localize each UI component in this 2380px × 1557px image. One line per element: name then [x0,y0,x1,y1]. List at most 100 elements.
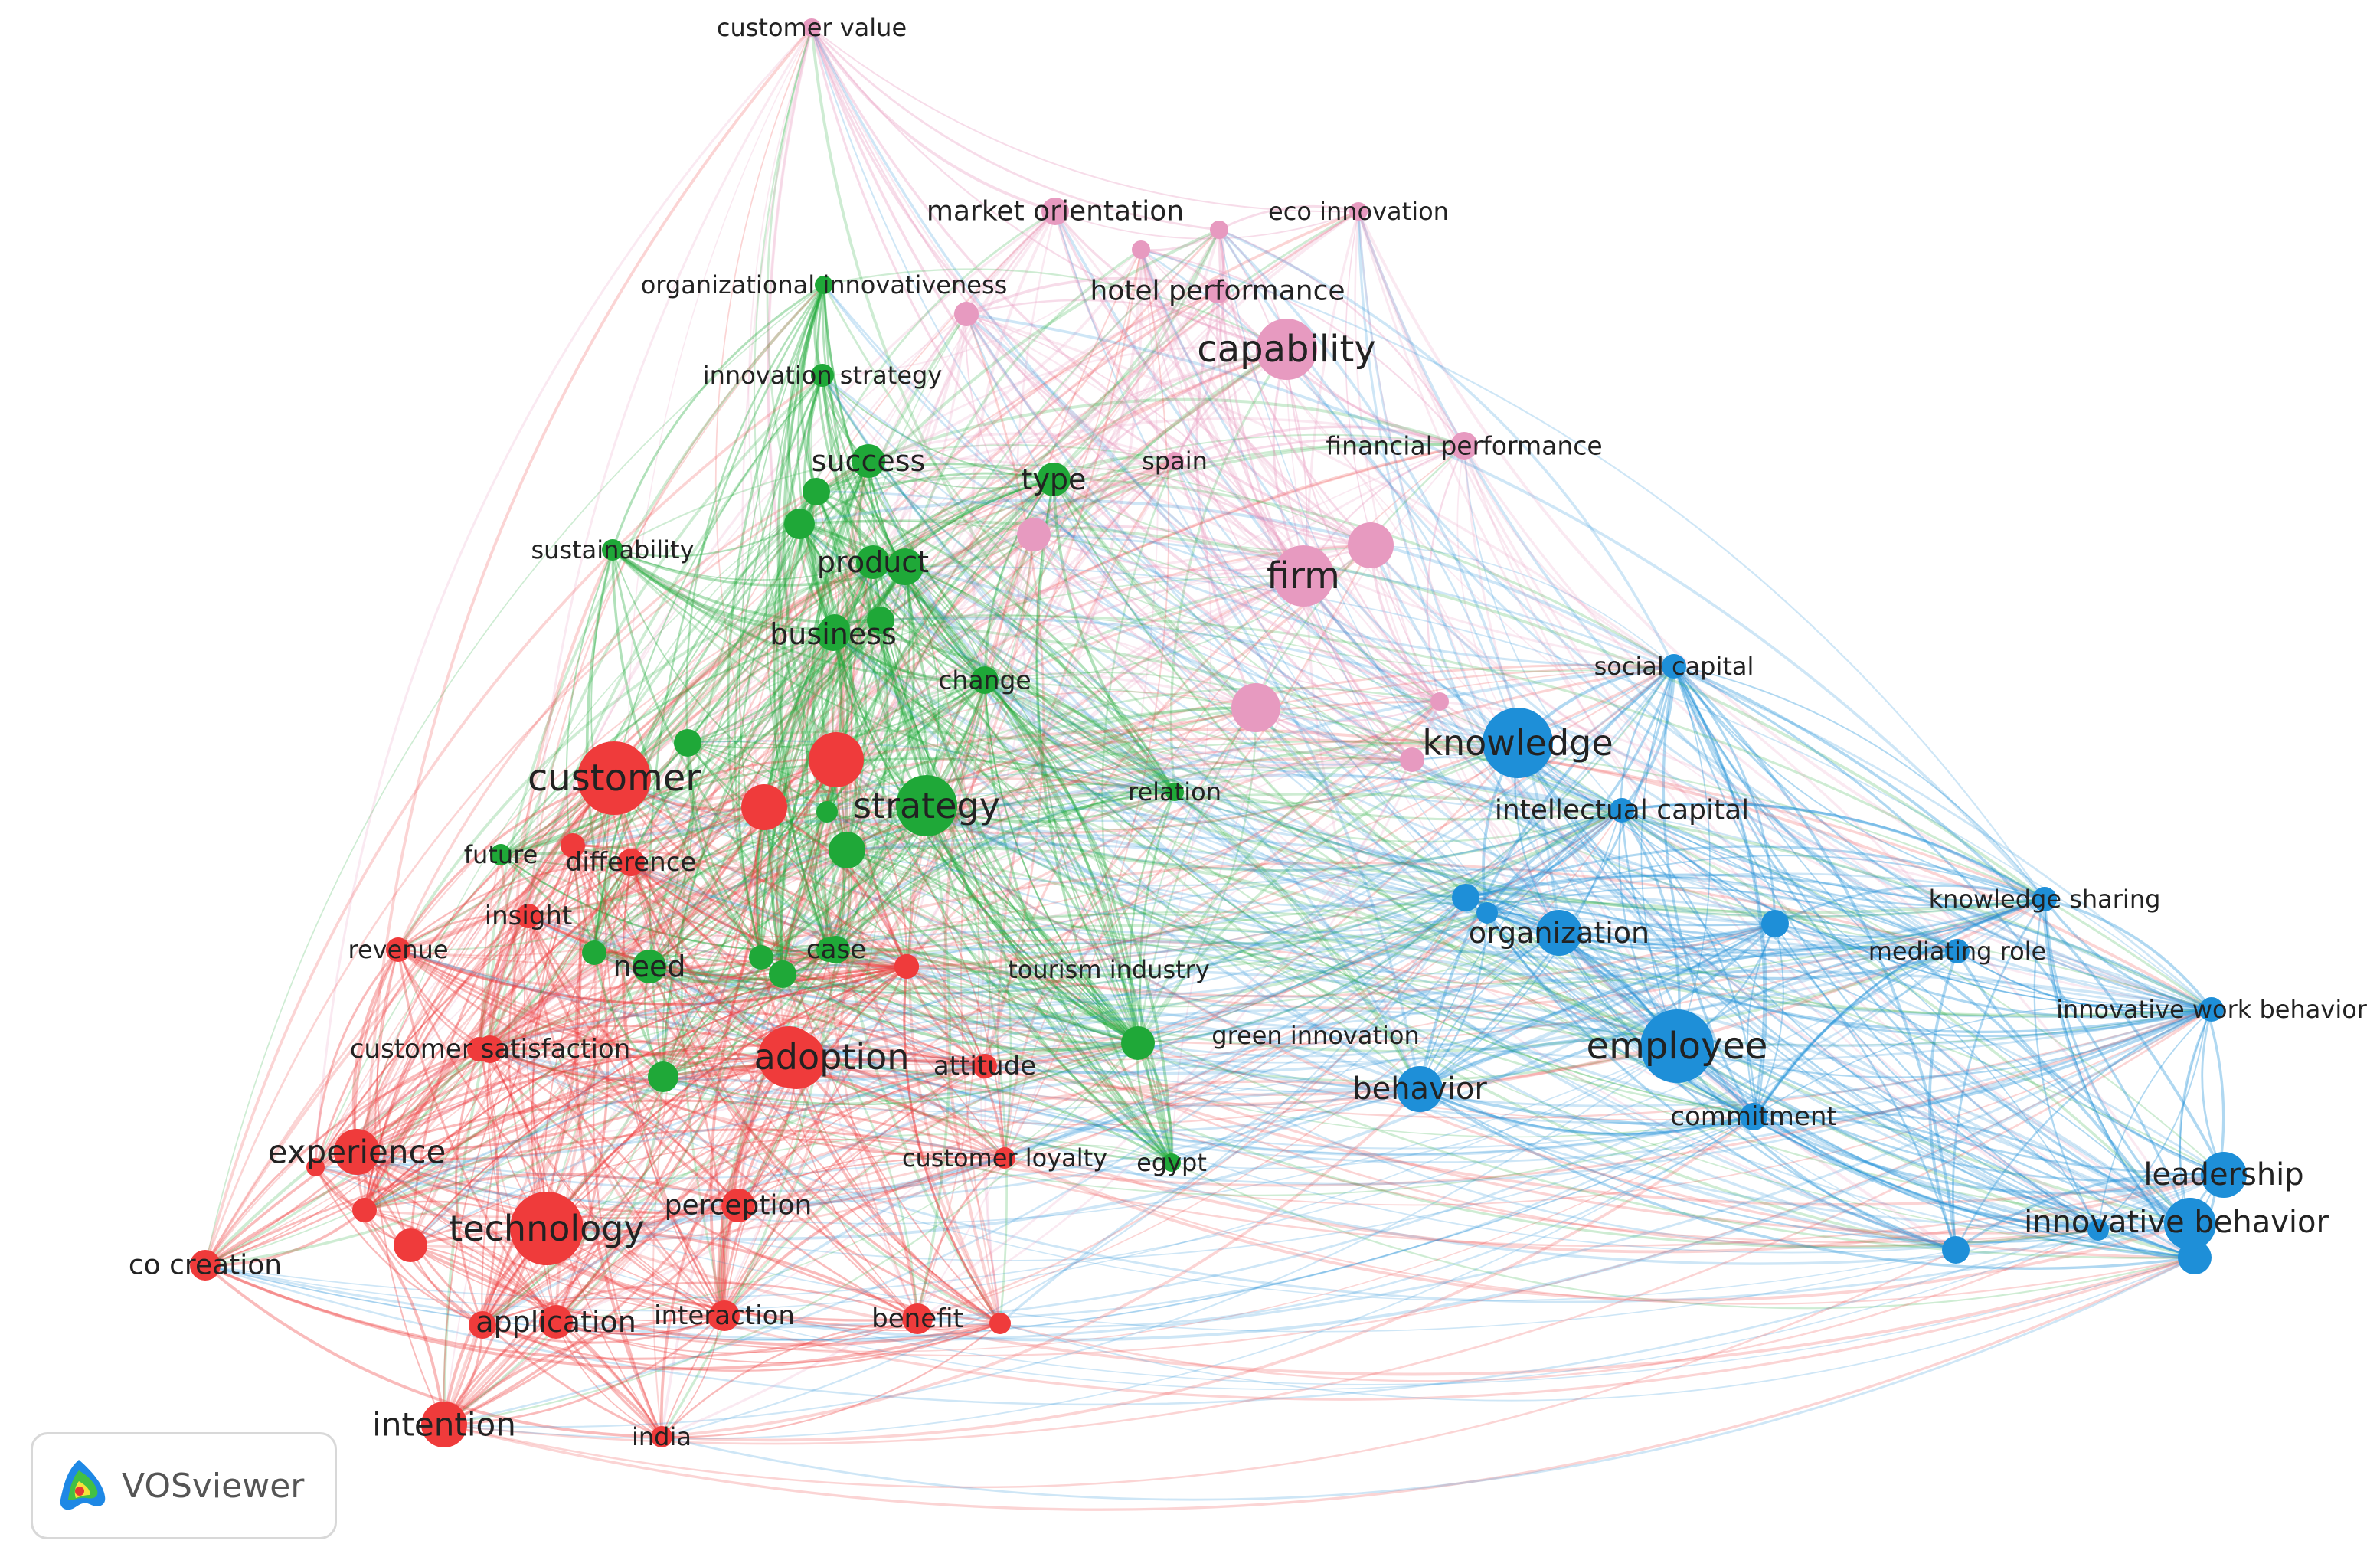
node-co-creation[interactable] [190,1250,221,1281]
node-leadership[interactable] [2201,1152,2247,1198]
node-organization[interactable] [1536,910,1582,956]
node-revenue[interactable] [386,937,410,962]
label-innovative-work-behavior[interactable]: innovative work behavior [2056,995,2368,1024]
label-eco-innovation[interactable]: eco innovation [1268,197,1449,226]
label-attitude[interactable]: attitude [933,1051,1036,1081]
label-leadership[interactable]: leadership [2143,1157,2303,1192]
node-customer-satisfaction[interactable] [476,1035,504,1063]
node-green-innovation[interactable] [1121,1026,1155,1060]
node-application[interactable] [539,1305,573,1339]
label-hotel-performance[interactable]: hotel performance [1090,276,1345,307]
node-customer[interactable] [577,741,651,815]
label-firm[interactable]: firm [1267,554,1340,597]
node-attitude[interactable] [973,1054,997,1078]
node-experience[interactable] [334,1129,380,1175]
node-difference[interactable] [617,849,645,876]
label-financial-performance[interactable]: financial performance [1326,431,1602,461]
node-social-capital[interactable] [1662,654,1686,679]
label-social-capital[interactable]: social capital [1594,652,1754,681]
node-customer-loyalty[interactable] [994,1147,1015,1169]
node-business[interactable] [816,617,850,651]
node-firm[interactable] [1273,545,1334,607]
label-knowledge-sharing[interactable]: knowledge sharing [1929,885,2161,914]
label-change[interactable]: change [938,666,1031,695]
node-relation[interactable] [1165,783,1184,801]
node-strategy[interactable] [896,775,957,836]
label-difference[interactable]: difference [566,847,697,878]
label-type[interactable]: type [1022,463,1087,496]
label-spain[interactable]: spain [1142,446,1208,476]
label-customer-loyalty[interactable]: customer loyalty [902,1143,1107,1173]
node-future[interactable] [490,844,512,865]
node-adoption[interactable] [758,1026,819,1088]
label-market-orientation[interactable]: market orientation [927,196,1184,227]
node-intellectual-capital[interactable] [1610,798,1634,823]
label-customer[interactable]: customer [528,757,701,800]
node-hotel-performance[interactable] [1205,279,1230,303]
node-product[interactable] [856,545,890,579]
label-tourism-industry[interactable]: tourism industry [1008,955,1210,984]
node-commitment[interactable] [1740,1103,1767,1130]
label-innovation-strategy[interactable]: innovation strategy [703,361,943,390]
node-egypt[interactable] [1162,1153,1181,1172]
label-innovative-behavior[interactable]: innovative behavior [2024,1205,2329,1240]
node-sustainability[interactable] [602,539,623,561]
label-employee[interactable]: employee [1587,1025,1768,1068]
node-insight[interactable] [516,904,541,928]
node-knowledge-sharing[interactable] [2032,887,2057,911]
node-case[interactable] [822,936,850,963]
label-experience[interactable]: experience [268,1133,446,1171]
node-innovative-behavior[interactable] [2164,1198,2216,1250]
node-perception[interactable] [721,1189,755,1222]
label-product[interactable]: product [817,545,929,579]
label-adoption[interactable]: adoption [754,1036,910,1078]
node-change[interactable] [971,666,999,694]
node-interaction[interactable] [709,1300,740,1331]
label-organization[interactable]: organization [1469,916,1649,950]
label-case[interactable]: case [806,934,866,965]
node-success[interactable] [852,444,885,478]
label-application[interactable]: application [476,1305,636,1339]
label-relation[interactable]: relation [1128,777,1221,806]
label-organizational-innovativeness[interactable]: organizational innovativeness [641,270,1008,299]
label-need[interactable]: need [613,950,686,983]
node-market-orientation[interactable] [1041,198,1069,225]
node-innovative-work-behavior[interactable] [2199,997,2224,1022]
label-benefit[interactable]: benefit [871,1303,963,1334]
label-business[interactable]: business [770,617,897,651]
label-customer-satisfaction[interactable]: customer satisfaction [350,1034,631,1065]
label-india[interactable]: india [632,1422,691,1451]
node-eco-innovation[interactable] [1349,202,1368,221]
label-intellectual-capital[interactable]: intellectual capital [1495,795,1749,826]
node-capability[interactable] [1256,319,1317,380]
node-intention[interactable] [421,1402,467,1447]
node-benefit[interactable] [902,1303,933,1334]
node-employee[interactable] [1640,1009,1714,1083]
label-knowledge[interactable]: knowledge [1422,722,1613,764]
label-revenue[interactable]: revenue [348,935,448,964]
node-technology[interactable] [510,1192,584,1265]
label-perception[interactable]: perception [665,1190,812,1222]
label-green-innovation[interactable]: green innovation [1211,1021,1419,1050]
node-innovation-strategy[interactable] [811,364,834,387]
node-financial-performance[interactable] [1450,432,1478,460]
label-technology[interactable]: technology [449,1208,644,1249]
node-need[interactable] [633,950,666,983]
label-sustainability[interactable]: sustainability [531,535,694,564]
node-spain[interactable] [1165,452,1184,470]
label-co-creation[interactable]: co creation [129,1250,282,1281]
label-success[interactable]: success [812,444,926,478]
node-tourism-industry[interactable] [894,954,919,979]
node-organizational-innovativeness[interactable] [815,276,833,294]
label-mediating-role[interactable]: mediating role [1868,937,2046,966]
node-customer-value[interactable] [803,18,821,37]
label-insight[interactable]: insight [485,901,573,931]
node-behavior[interactable] [1397,1066,1443,1112]
label-interaction[interactable]: interaction [654,1300,795,1331]
label-future[interactable]: future [464,840,538,869]
label-capability[interactable]: capability [1197,328,1375,371]
label-customer-value[interactable]: customer value [717,13,907,42]
node-type[interactable] [1037,463,1071,496]
node-mediating-role[interactable] [1945,939,1970,963]
label-strategy[interactable]: strategy [853,785,1000,826]
